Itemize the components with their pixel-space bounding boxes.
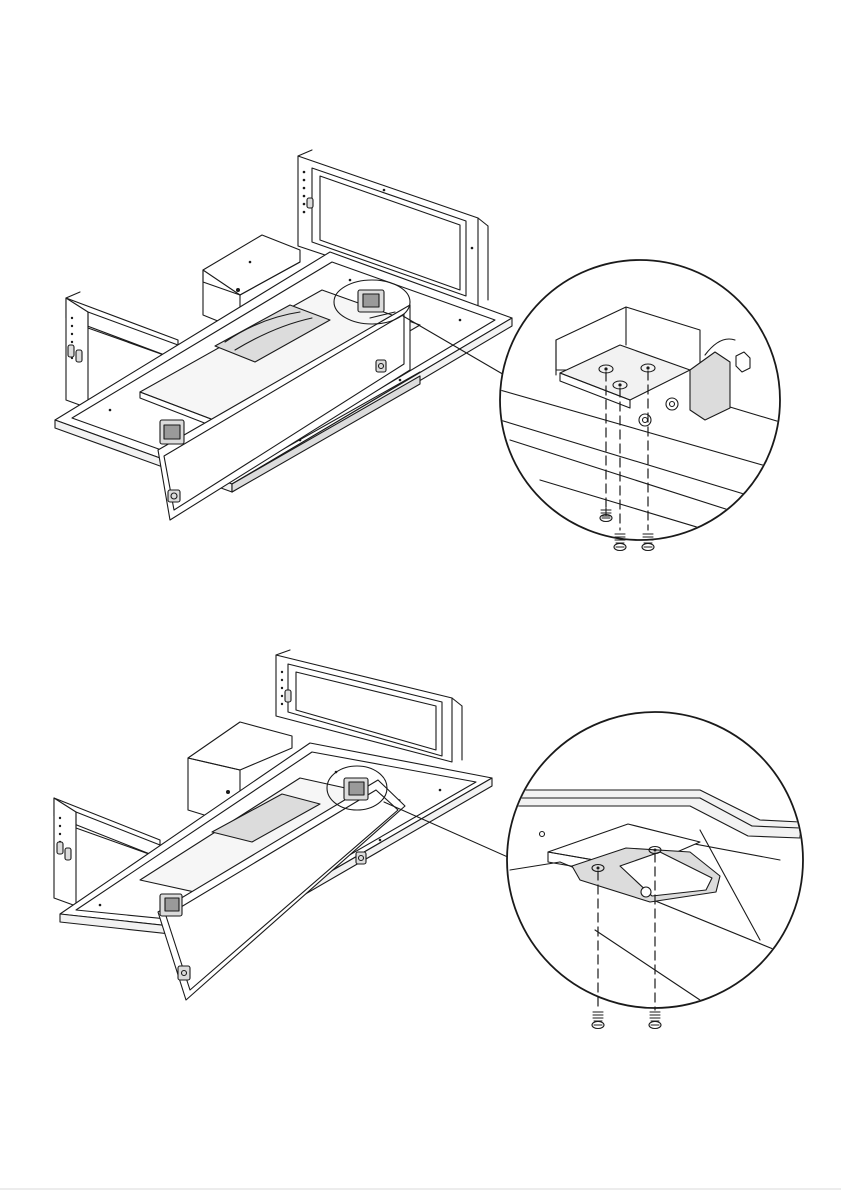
- fig2-screw-b-icon: [649, 1012, 661, 1029]
- fig1-detail-circle: [500, 260, 780, 540]
- fig1-screw-c-icon: [642, 534, 654, 551]
- fig2-rear-frame: [276, 650, 462, 762]
- fig2-screw-a-icon: [592, 1012, 604, 1029]
- figure-1-detail: [500, 260, 790, 551]
- fig1-screw-b-icon: [614, 534, 626, 551]
- figure-2-unit: [54, 650, 510, 1000]
- figure-1-unit: [55, 150, 512, 520]
- figure-2-detail: [507, 712, 803, 1029]
